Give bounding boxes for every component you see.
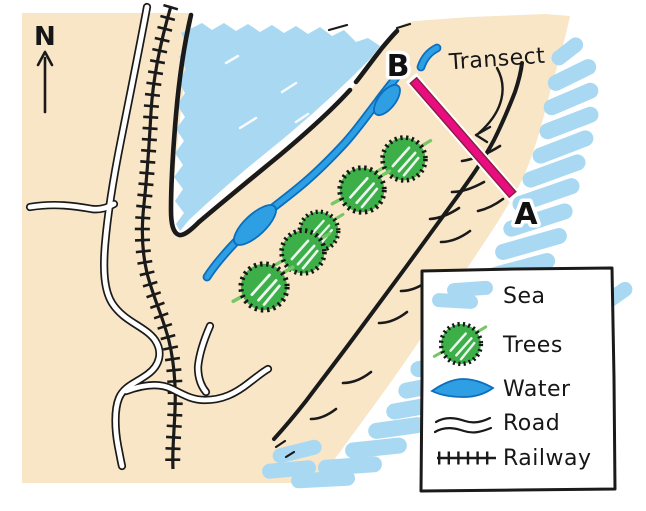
north-label: N bbox=[34, 22, 56, 52]
railway-line bbox=[134, 3, 183, 470]
legend-item-label: Sea bbox=[503, 284, 545, 309]
legend-sea-swatch bbox=[432, 293, 478, 309]
coastline-northeast-stroke-2 bbox=[353, 28, 400, 85]
legend-item-label: Water bbox=[503, 377, 571, 402]
legend-water-swatch bbox=[430, 378, 495, 398]
legend-item-label: Road bbox=[503, 411, 560, 436]
legend-item-water: Water bbox=[430, 377, 571, 402]
legend-item-railway: Railway bbox=[437, 446, 592, 471]
sea-inlet bbox=[174, 23, 380, 231]
road-network bbox=[25, 2, 273, 471]
legend-item-label: Trees bbox=[502, 333, 563, 358]
legend-item-label: Railway bbox=[503, 446, 592, 471]
north-arrow: N bbox=[34, 22, 56, 114]
transect-pointer-arrowhead bbox=[474, 125, 492, 144]
transect-line bbox=[405, 72, 521, 203]
legend-item-trees: Trees bbox=[434, 324, 562, 364]
legend-sea-swatch bbox=[447, 280, 493, 298]
road-surfaces bbox=[27, 4, 271, 469]
coastline-west-stroke bbox=[168, 12, 202, 238]
hachure-ticks bbox=[274, 144, 505, 459]
label-a: A bbox=[514, 197, 538, 232]
pond bbox=[373, 83, 401, 117]
label-b: B bbox=[387, 49, 410, 84]
transect-pointer-arrow bbox=[477, 66, 504, 135]
legend-road-swatch bbox=[433, 416, 493, 434]
coastline-top-dashes bbox=[327, 22, 412, 32]
pond bbox=[233, 204, 277, 246]
legend-item-road: Road bbox=[433, 411, 560, 436]
north-arrow-head bbox=[36, 50, 54, 67]
water-highlight bbox=[224, 54, 310, 130]
cliff-line bbox=[272, 61, 524, 441]
legend: Sea Trees Water Road Railway bbox=[419, 266, 617, 493]
stream bbox=[202, 43, 442, 282]
legend-item-sea: Sea bbox=[432, 280, 545, 309]
coastline-northeast-stroke bbox=[196, 87, 353, 225]
